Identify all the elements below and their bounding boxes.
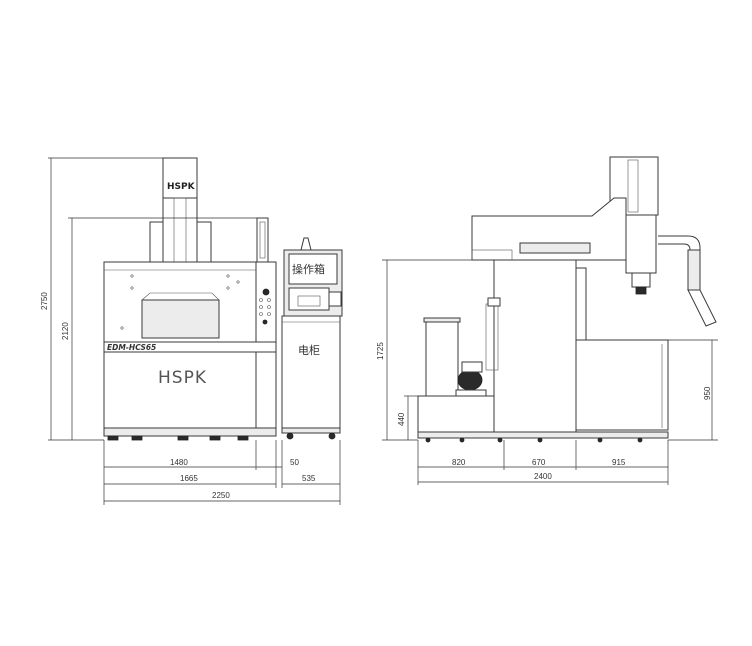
- filter-stack: [425, 319, 459, 397]
- operation-box-label: 操作箱: [292, 262, 325, 276]
- z-column: [162, 197, 198, 271]
- work-window: [141, 299, 220, 339]
- z-column-head: [162, 157, 198, 199]
- dim-tank-height: 950: [703, 386, 712, 400]
- dielectric-unit: [417, 395, 495, 433]
- dim-overall-width: 2250: [212, 491, 230, 500]
- dim-seg2: 670: [532, 458, 546, 467]
- machine-lower-body: [103, 351, 257, 429]
- emergency-stop-icon: [262, 288, 270, 296]
- machine-control-strip: [255, 261, 277, 343]
- work-tank: [575, 339, 669, 431]
- dim-body-height: 2120: [61, 322, 70, 340]
- dim-overall-height: 2750: [40, 292, 49, 310]
- dim-side-height: 1725: [376, 342, 385, 360]
- dim-seg1: 820: [452, 458, 466, 467]
- body-brand-logo: HSPK: [158, 368, 207, 388]
- dim-width-with-gap: 1665: [180, 474, 198, 483]
- dim-width-main: 1480: [170, 458, 188, 467]
- side-view: 1725 440 950 820 670 915 2400: [376, 156, 718, 485]
- dim-gap: 50: [290, 458, 299, 467]
- dim-seg3: 915: [612, 458, 626, 467]
- flushing-hose: [658, 235, 701, 290]
- electrical-cabinet-label: 电柜: [298, 344, 320, 357]
- dim-base-height: 440: [397, 412, 406, 426]
- dim-side-overall: 2400: [534, 472, 552, 481]
- electrical-cabinet: [281, 315, 341, 429]
- dim-cabinet-width: 535: [302, 474, 316, 483]
- head-brand-logo: HSPK: [167, 182, 196, 192]
- pump-motor-icon: [457, 369, 483, 391]
- signal-tower: [256, 217, 269, 263]
- machine-column: [493, 259, 577, 439]
- front-view: HSPK EDM-HCS65 HSPK: [40, 157, 343, 505]
- model-label: EDM-HCS65: [107, 343, 156, 352]
